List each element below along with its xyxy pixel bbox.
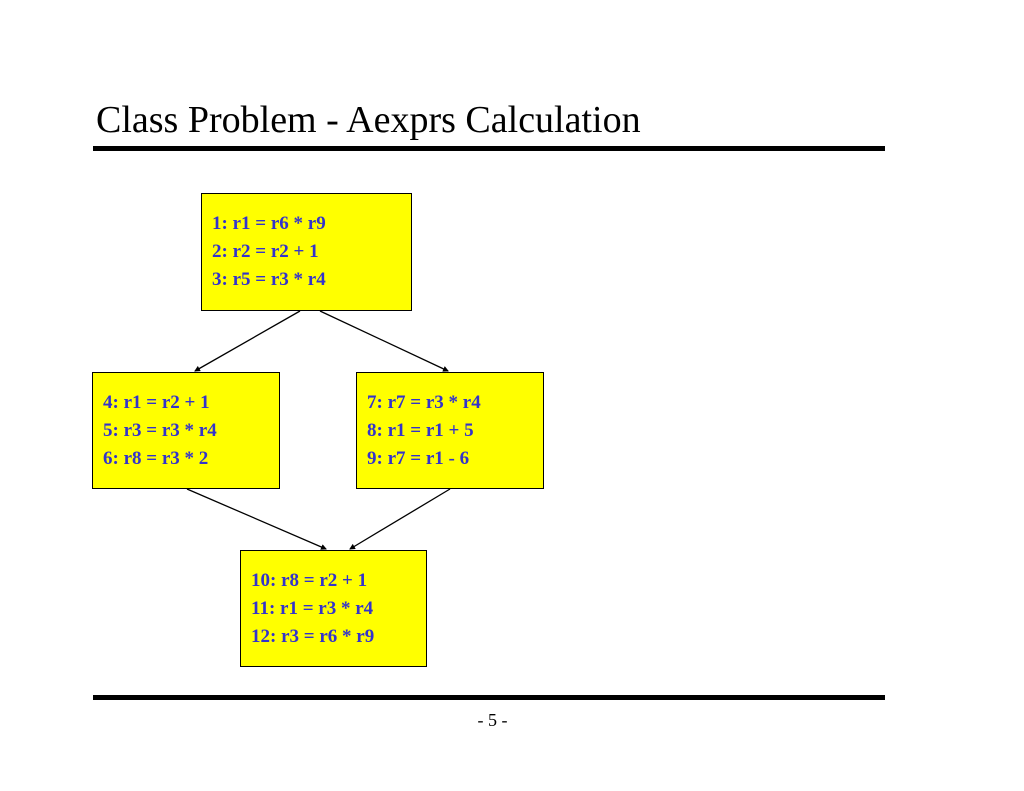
footer-rule xyxy=(93,695,885,700)
instruction-line: 10: r8 = r2 + 1 xyxy=(251,570,368,591)
instruction-line: 4: r1 = r2 + 1 xyxy=(103,392,210,413)
instruction-line: 5: r3 = r3 * r4 xyxy=(103,420,217,441)
instruction-line: 12: r3 = r6 * r9 xyxy=(251,626,375,647)
instruction-line: 1: r1 = r6 * r9 xyxy=(212,213,326,234)
edge-1-to-3 xyxy=(319,310,449,372)
basic-block-3: 7: r7 = r3 * r4 8: r1 = r1 + 5 9: r7 = r… xyxy=(356,372,544,489)
basic-block-2: 4: r1 = r2 + 1 5: r3 = r3 * r4 6: r8 = r… xyxy=(92,372,280,489)
instruction-line: 8: r1 = r1 + 5 xyxy=(367,420,474,441)
title-rule xyxy=(93,146,885,151)
instruction-line: 9: r7 = r1 - 6 xyxy=(367,448,470,469)
edge-1-to-2 xyxy=(194,310,301,372)
page-number: - 5 - xyxy=(477,710,508,730)
basic-block-4: 10: r8 = r2 + 1 11: r1 = r3 * r4 12: r3 … xyxy=(240,550,427,667)
instruction-line: 3: r5 = r3 * r4 xyxy=(212,269,326,290)
instruction-line: 11: r1 = r3 * r4 xyxy=(251,598,374,619)
instruction-line: 2: r2 = r2 + 1 xyxy=(212,241,319,262)
edge-2-to-4 xyxy=(186,488,327,550)
slide-title: Class Problem - Aexprs Calculation xyxy=(96,99,641,141)
basic-block-1: 1: r1 = r6 * r9 2: r2 = r2 + 1 3: r5 = r… xyxy=(201,193,412,311)
instruction-line: 6: r8 = r3 * 2 xyxy=(103,448,209,469)
edge-3-to-4 xyxy=(349,488,451,550)
instruction-line: 7: r7 = r3 * r4 xyxy=(367,392,481,413)
